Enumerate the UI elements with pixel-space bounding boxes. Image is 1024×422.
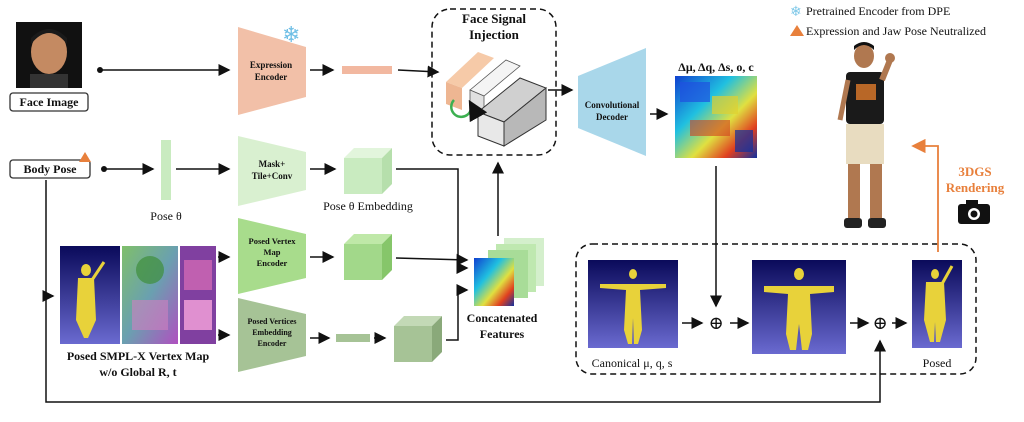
face-signal-injection-box	[431, 8, 557, 156]
mask-tile-label-1: Mask+	[259, 159, 286, 169]
snowflake-icon: ❄	[790, 5, 802, 20]
mask-tile-label-2: Tile+Conv	[252, 171, 293, 181]
deformed-avatar	[752, 260, 846, 354]
plus-operator-1: ⊕	[708, 313, 723, 333]
vertices-embedding-feature	[336, 334, 370, 342]
posed-vertices-label-1: Posed Vertices	[247, 317, 296, 326]
posed-vertex-map-encoder: Posed Vertex Map Encoder	[238, 218, 306, 294]
posed-vertex-map-images	[60, 246, 216, 344]
face-image-thumbnail	[16, 22, 82, 88]
canonical-label: Canonical μ, q, s	[592, 356, 673, 370]
pose-theta-label: Pose θ	[150, 209, 182, 223]
face-image-label: Face Image	[20, 95, 80, 109]
pose-embedding-label: Pose θ Embedding	[323, 199, 413, 213]
posed-vertices-label-2: Embedding	[252, 328, 292, 337]
vertex-map-label-1: Posed SMPL-X Vertex Map	[67, 349, 210, 363]
posed-vertices-embedding-encoder: Posed Vertices Embedding Encoder	[238, 298, 306, 372]
expression-encoder-label-2: Encoder	[255, 72, 288, 82]
pose-embedding-cube	[344, 148, 392, 194]
posed-vertices-label-3: Encoder	[258, 339, 287, 348]
expression-encoder-label-1: Expression	[250, 60, 292, 70]
snowflake-icon: ❄	[282, 22, 300, 47]
mask-tile-conv: Mask+ Tile+Conv	[238, 136, 306, 206]
triangle-icon	[790, 25, 804, 36]
convolutional-decoder: Convolutional Decoder	[578, 48, 646, 156]
conv-decoder-label-2: Decoder	[596, 112, 628, 122]
pose-theta-vector	[161, 140, 171, 200]
rendered-avatar	[837, 42, 895, 228]
legend-snowflake-text: Pretrained Encoder from DPE	[806, 4, 950, 18]
expression-encoder: Expression Encoder ❄	[238, 22, 306, 115]
body-pose-label: Body Pose	[23, 162, 77, 176]
posed-avatar	[912, 260, 962, 348]
posed-vertex-label-2: Map	[264, 247, 281, 257]
concatenated-features	[474, 238, 544, 306]
rendering-label-1: 3DGS	[958, 164, 991, 179]
vertices-embedding-cube	[394, 316, 442, 362]
body-pose-label-box	[9, 159, 91, 179]
concat-label-1: Concatenated	[467, 311, 538, 325]
face-image-label-box	[9, 92, 89, 112]
camera-icon	[958, 200, 990, 224]
expression-feature	[342, 66, 392, 74]
face-injection-label-2: Injection	[469, 27, 520, 42]
vertex-map-cube	[344, 234, 392, 280]
rendering-label-2: Rendering	[946, 180, 1005, 195]
deformation-box	[575, 243, 977, 375]
posed-vertex-label-3: Encoder	[257, 258, 288, 268]
conv-decoder-label-1: Convolutional	[585, 100, 640, 110]
face-injection-label-1: Face Signal	[462, 11, 526, 26]
legend: ❄ Pretrained Encoder from DPE Expression…	[790, 4, 986, 38]
concat-label-2: Features	[480, 327, 525, 341]
triangle-icon	[79, 152, 91, 162]
injection-blocks	[446, 52, 547, 147]
delta-params-label: Δμ, Δq, Δs, o, c	[678, 60, 754, 74]
legend-triangle-text: Expression and Jaw Pose Neutralized	[806, 24, 986, 38]
plus-operator-2: ⊕	[872, 313, 887, 333]
gaussian-param-map	[675, 76, 757, 158]
vertex-map-label-2: w/o Global R, t	[99, 365, 176, 379]
posed-label: Posed	[923, 356, 952, 370]
posed-vertex-label-1: Posed Vertex	[249, 236, 297, 246]
canonical-avatar	[588, 260, 678, 348]
